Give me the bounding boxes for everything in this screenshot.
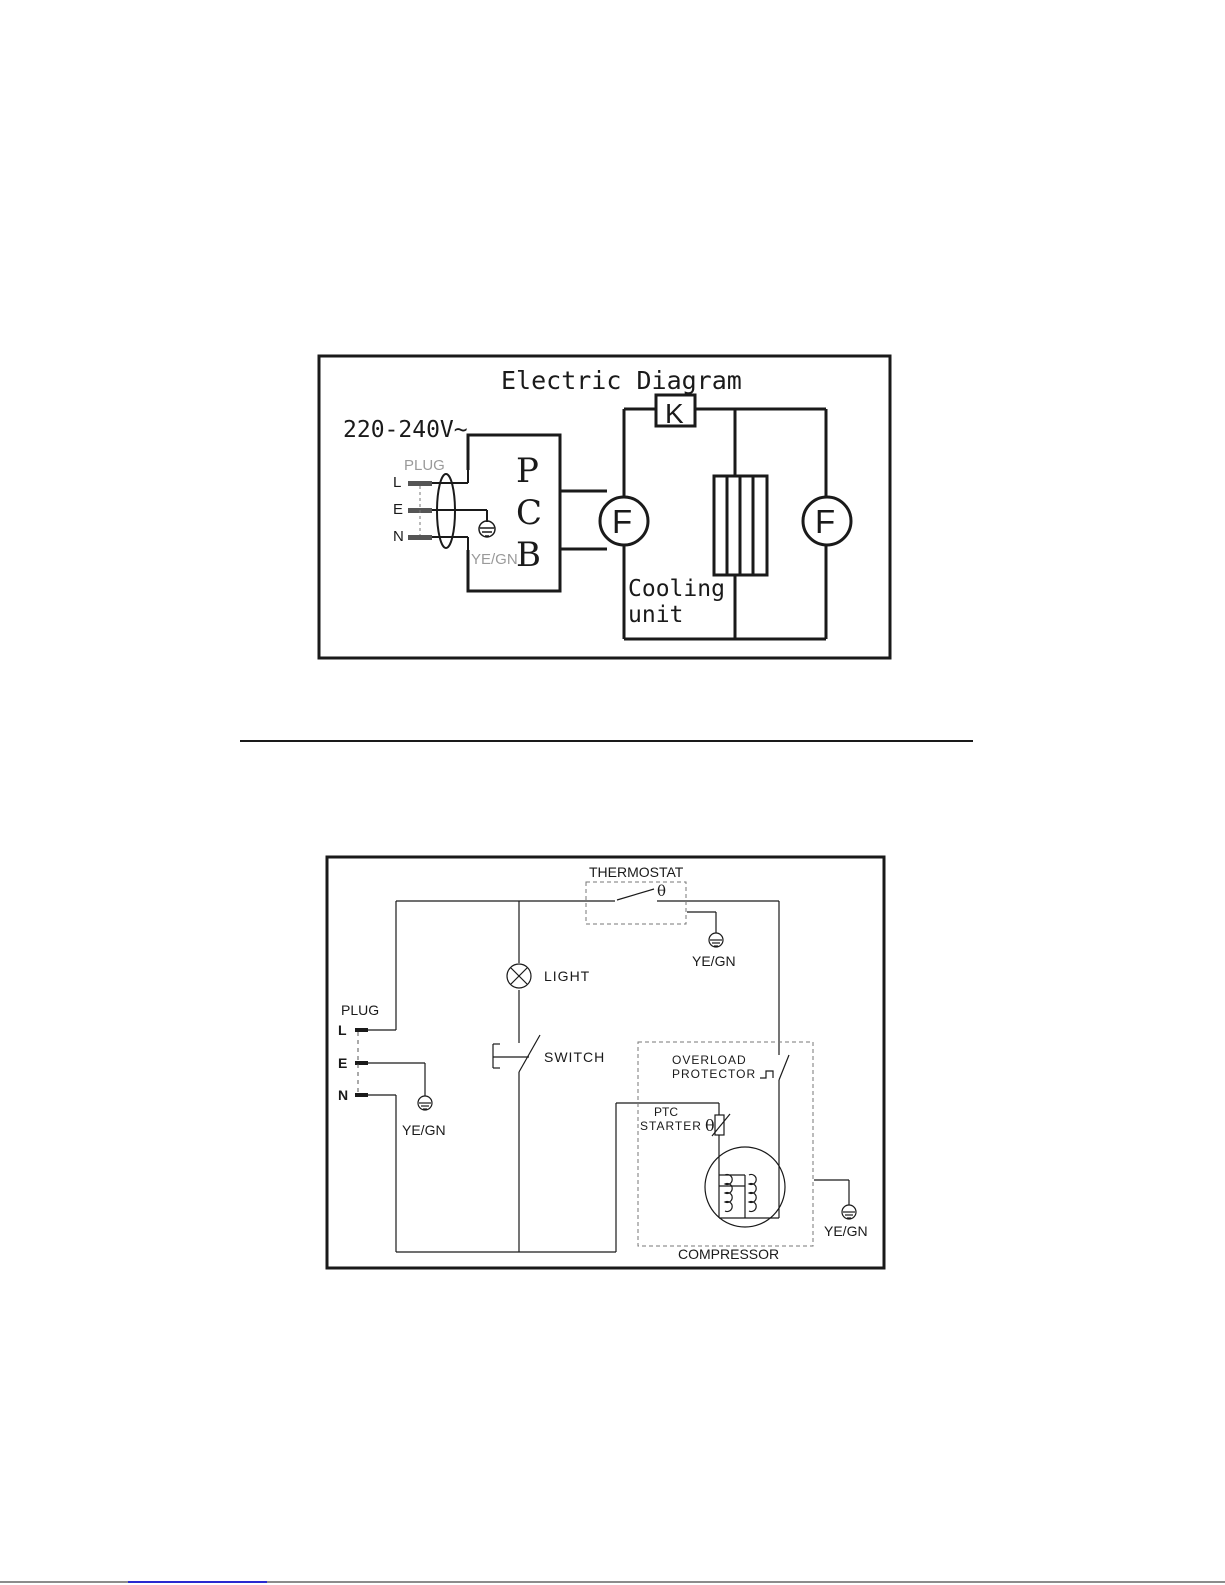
plug-label: PLUG <box>341 1002 379 1018</box>
pin-l: L <box>338 1022 347 1038</box>
plug-label-grey: PLUG <box>404 457 445 474</box>
heater-element <box>714 476 767 575</box>
pcb-letter-p: P <box>516 451 539 491</box>
ground-label-compressor: YE/GN <box>824 1223 868 1239</box>
ptc-theta-icon: θ <box>705 1116 715 1135</box>
thermostat-label: THERMOSTAT <box>589 864 684 880</box>
pin-n-label: N <box>393 528 404 545</box>
ground-icon-compressor <box>842 1205 856 1219</box>
electric-diagram: Electric Diagram 220-240V~ P C B PLUG L … <box>319 356 890 658</box>
circuit-wires <box>368 901 849 1252</box>
plug-wires <box>432 470 487 550</box>
voltage-label: 220-240V~ <box>343 417 468 443</box>
fan-label-right: F <box>815 503 835 540</box>
thermostat-switch: θ <box>615 882 666 906</box>
overload-label-2: PROTECTOR <box>672 1067 756 1081</box>
ptc-label-1: PTC <box>654 1105 678 1119</box>
cooling-unit-label-2: unit <box>628 602 683 628</box>
overload-protector-switch <box>760 1055 789 1080</box>
ptc-label-2: STARTER <box>640 1119 702 1133</box>
ground-icon-plug <box>418 1096 432 1110</box>
ground-label-grey: YE/GN <box>471 551 518 568</box>
fan-label-left: F <box>612 503 632 540</box>
svg-text:θ: θ <box>657 882 666 900</box>
door-switch <box>493 1035 540 1072</box>
relay-k-label: K <box>665 398 684 429</box>
pin-n: N <box>338 1087 348 1103</box>
pcb-letter-b: B <box>516 535 541 575</box>
pin-e-label: E <box>393 501 403 518</box>
overload-label-1: OVERLOAD <box>672 1053 747 1067</box>
pcb-letter-c: C <box>516 493 542 533</box>
compressor-label: COMPRESSOR <box>678 1246 779 1262</box>
motor-coil-left <box>725 1175 732 1212</box>
ground-icon <box>479 521 495 537</box>
ground-label-plug: YE/GN <box>402 1122 446 1138</box>
cooling-unit-label-1: Cooling <box>628 576 725 602</box>
diagram1-title: Electric Diagram <box>501 366 742 395</box>
light-bulb-icon <box>507 964 531 988</box>
compressor-motor-icon <box>705 1147 785 1227</box>
switch-label: SWITCH <box>544 1049 605 1065</box>
ground-label-thermostat: YE/GN <box>692 953 736 969</box>
motor-coil-right <box>749 1175 756 1212</box>
ptc-resistor <box>712 1114 730 1136</box>
compressor-wiring-diagram: THERMOSTAT θ YE/GN LIGHT <box>327 857 884 1268</box>
pin-l-label: L <box>393 474 401 491</box>
pin-e: E <box>338 1055 347 1071</box>
ground-icon-thermostat <box>709 933 723 947</box>
plug-pins-2 <box>355 1028 368 1097</box>
light-label: LIGHT <box>544 968 590 984</box>
